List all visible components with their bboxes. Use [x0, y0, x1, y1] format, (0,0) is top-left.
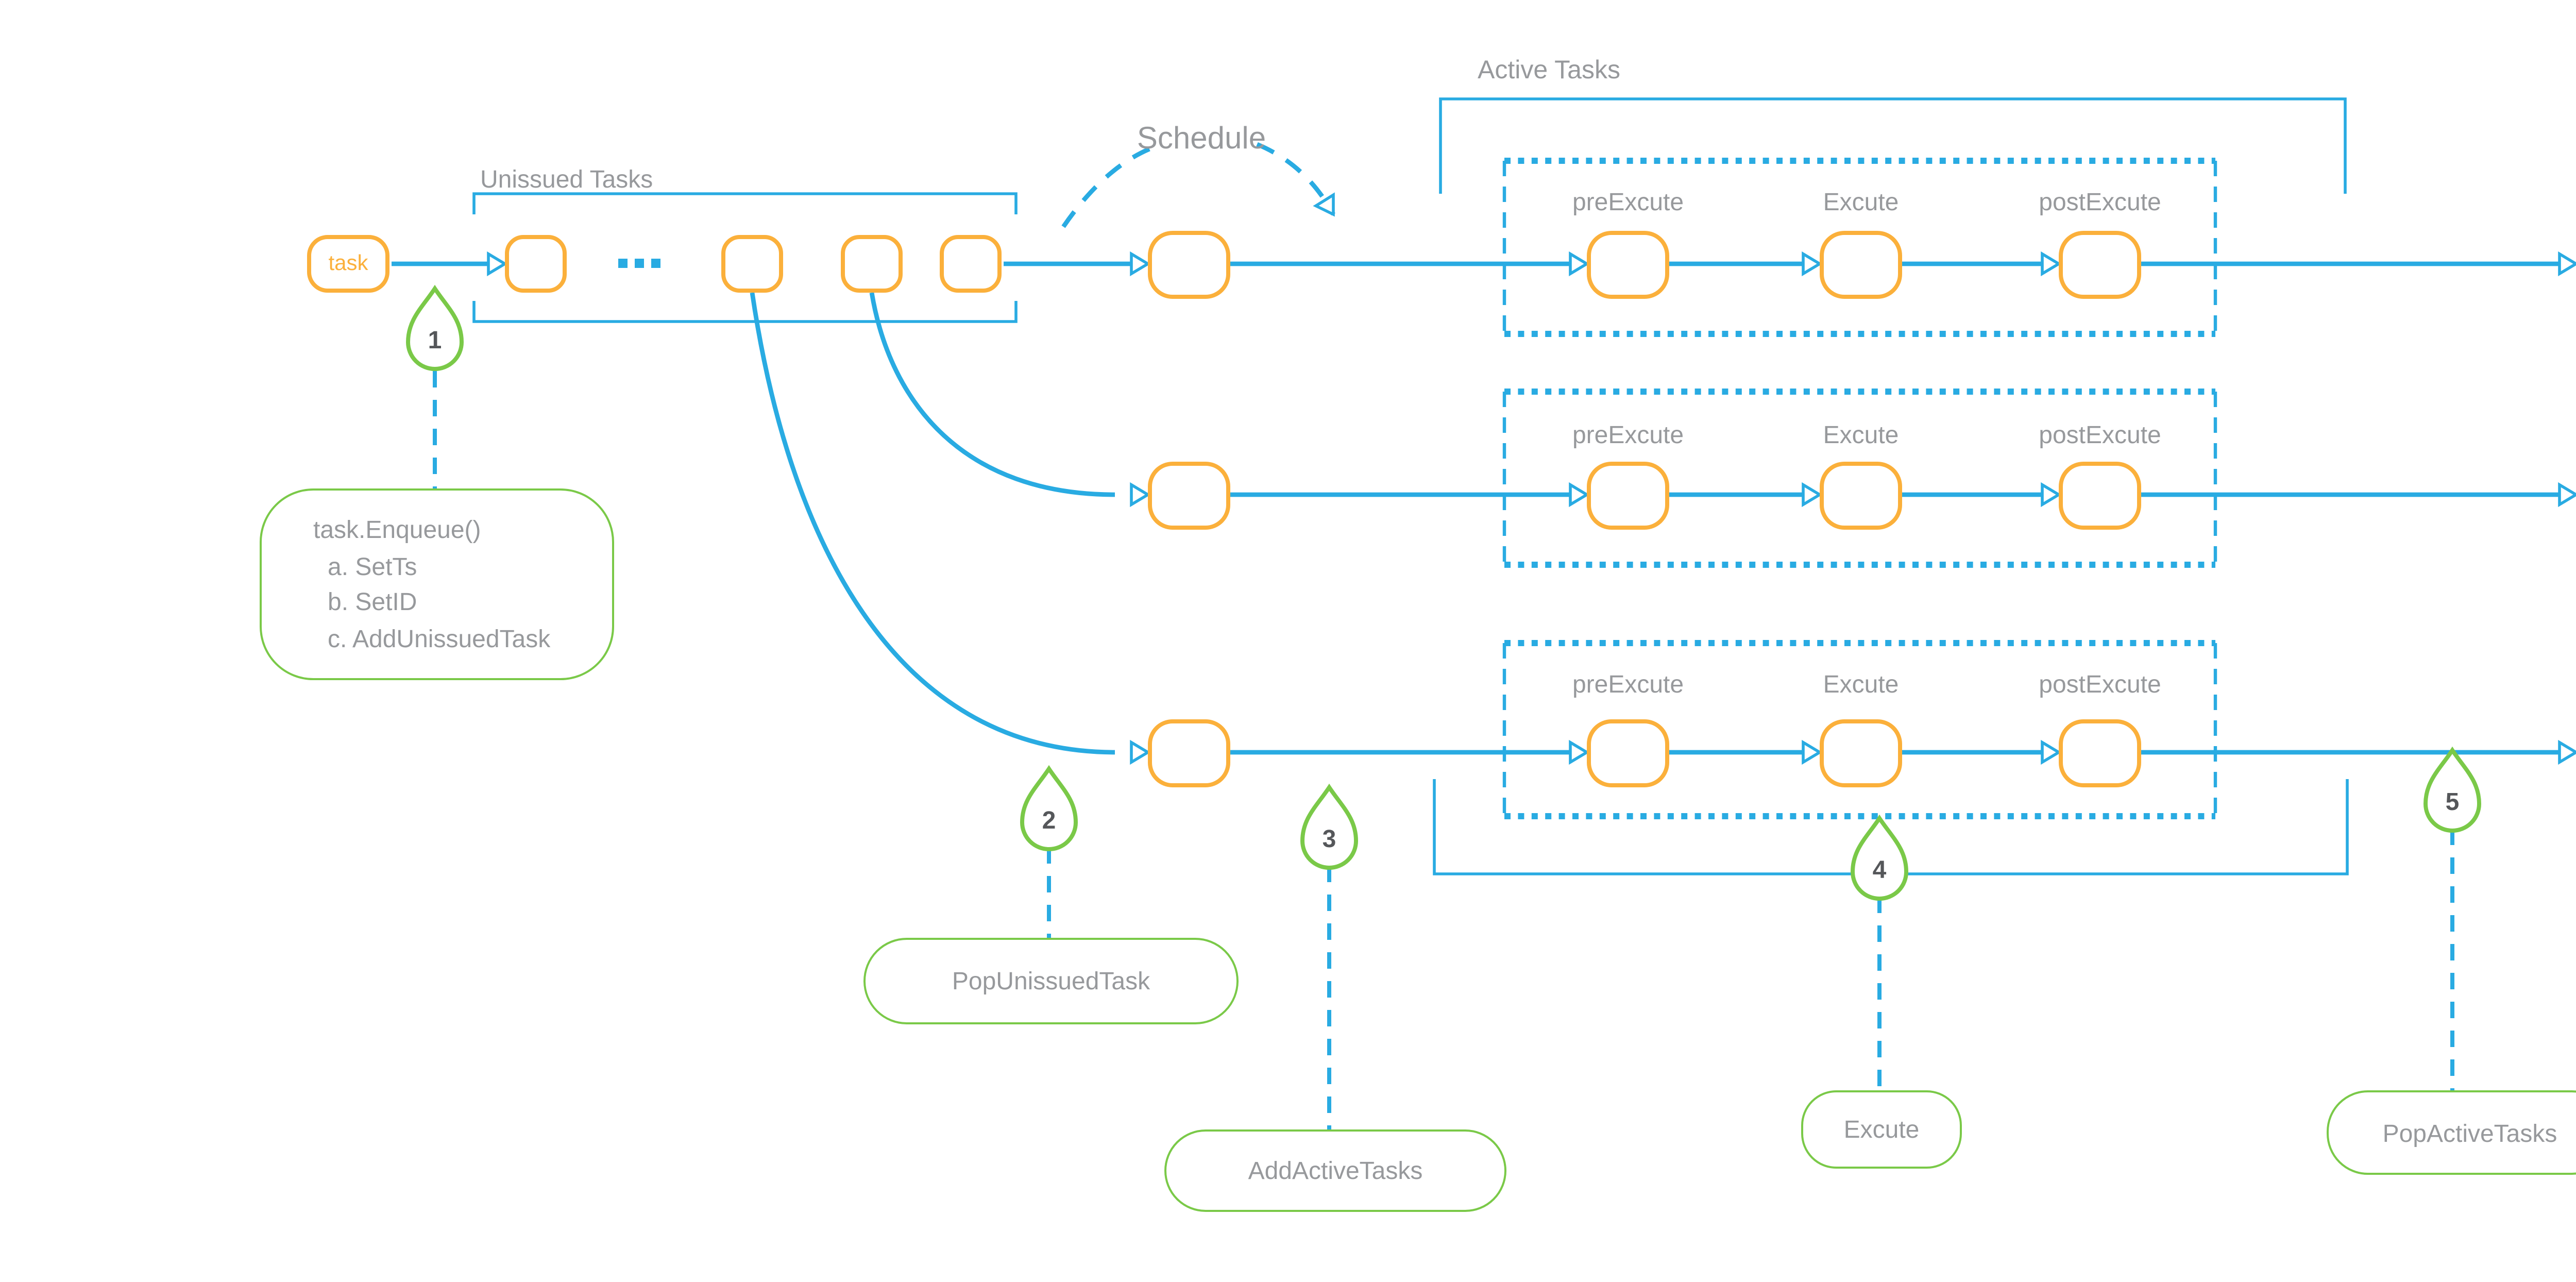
post-excute-node-row2 [2059, 461, 2141, 529]
marker-3-teardrop [1300, 783, 1359, 870]
post-excute-label-row1: postExcute [2039, 188, 2161, 216]
active-bracket-top [1439, 97, 2347, 194]
marker-4-number: 4 [1872, 855, 1887, 884]
schedule-label: Schedule [1137, 122, 1266, 157]
scheduled-node-row1 [1148, 230, 1230, 298]
unissued-bracket-bottom [472, 301, 1018, 323]
unissued-bracket-top [472, 192, 1018, 214]
marker-5-number: 5 [2445, 787, 2460, 816]
callout-enqueue-line4: c. AddUnissuedTask [328, 623, 551, 652]
marker-2-teardrop [1020, 765, 1078, 851]
callout-pop-active-tasks: PopActiveTasks [2327, 1090, 2576, 1175]
pre-excute-label-row1: preExcute [1572, 188, 1684, 216]
schedule-arc-right [1256, 142, 1335, 216]
callout-pop-unissued-task: PopUnissuedTask [863, 938, 1239, 1024]
marker-5-teardrop [2423, 746, 2482, 833]
pre-excute-node-row2 [1587, 461, 1669, 529]
schedule-arc-arrowhead [1313, 192, 1335, 217]
excute-node-row2 [1820, 461, 1902, 529]
post-excute-label-row2: postExcute [2039, 420, 2161, 449]
active-tasks-label: Active Tasks [1478, 56, 1620, 85]
marker-1-number: 1 [428, 326, 442, 355]
pipeline-box-row3 [1502, 640, 2217, 819]
schedule-arc-left [1061, 142, 1163, 228]
post-excute-node-row1 [2059, 230, 2141, 298]
callout-excute: Excute [1801, 1090, 1962, 1169]
callout-enqueue-line1: task.Enqueue() [313, 515, 481, 544]
task-node-label: task [328, 251, 368, 276]
scheduled-node-row3 [1148, 718, 1230, 786]
unissued-node-4 [940, 235, 1002, 293]
callout-enqueue: task.Enqueue() a. SetTs b. SetID c. AddU… [260, 488, 614, 680]
pipeline-box-row1 [1502, 158, 2217, 337]
unissued-node-3 [841, 235, 903, 293]
arrows-row3 [750, 292, 2576, 765]
arrows-row2 [869, 292, 2576, 508]
excute-node-row3 [1820, 718, 1902, 786]
ellipsis-dots [618, 259, 660, 268]
callout-enqueue-line2: a. SetTs [328, 551, 417, 580]
scheduled-node-row2 [1148, 461, 1230, 529]
excute-label-row3: Excute [1823, 670, 1899, 699]
post-excute-label-row3: postExcute [2039, 670, 2161, 699]
arrows-row1 [392, 251, 2576, 277]
marker-4-teardrop [1850, 814, 1909, 901]
marker-3-number: 3 [1322, 824, 1336, 853]
excute-label-row1: Excute [1823, 188, 1899, 216]
excute-label-row2: Excute [1823, 420, 1899, 449]
post-excute-node-row3 [2059, 718, 2141, 786]
marker-2-number: 2 [1042, 806, 1056, 835]
unissued-node-1 [505, 235, 567, 293]
pre-excute-label-row3: preExcute [1572, 670, 1684, 699]
pre-excute-label-row2: preExcute [1572, 420, 1684, 449]
task-node: task [307, 235, 389, 293]
callout-add-active-tasks: AddActiveTasks [1164, 1129, 1506, 1212]
unissued-tasks-label: Unissued Tasks [480, 165, 653, 194]
unissued-node-2 [721, 235, 783, 293]
pipeline-box-row2 [1502, 389, 2217, 568]
callout-enqueue-line3: b. SetID [328, 587, 417, 616]
marker-1-teardrop [405, 284, 464, 371]
excute-node-row1 [1820, 230, 1902, 298]
pre-excute-node-row3 [1587, 718, 1669, 786]
pre-excute-node-row1 [1587, 230, 1669, 298]
